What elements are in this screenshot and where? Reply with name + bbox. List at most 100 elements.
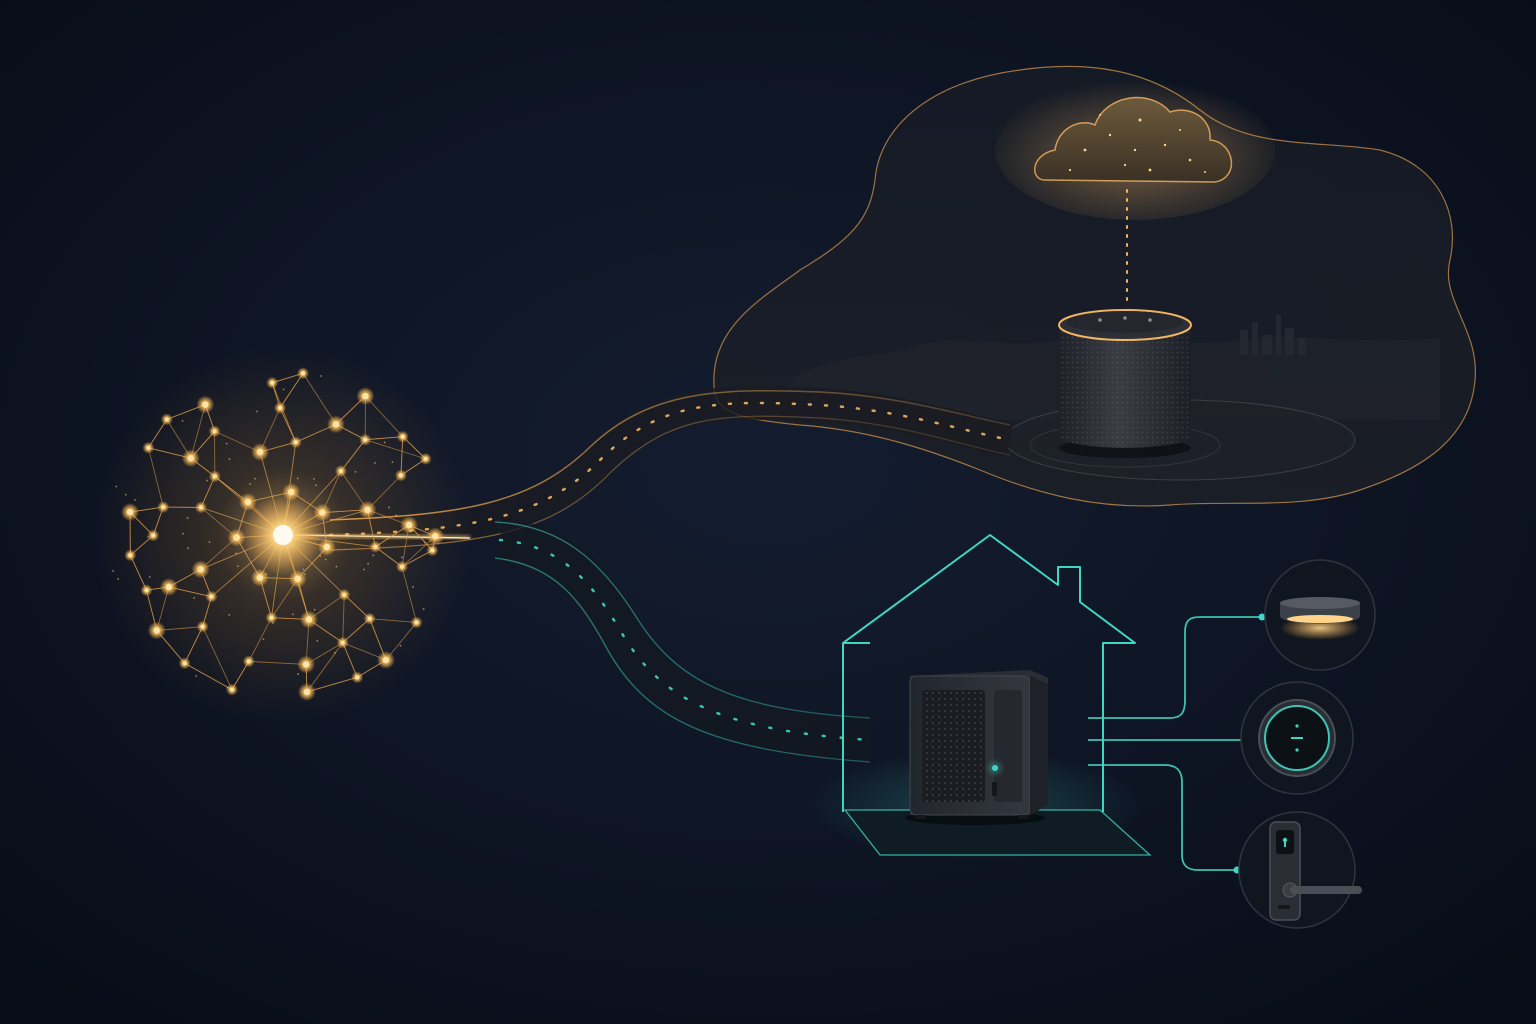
network-node [302, 661, 310, 668]
sparkle [208, 541, 211, 543]
sparkle [297, 673, 299, 675]
sparkle [324, 558, 327, 561]
sparkle [254, 477, 257, 480]
sparkle [228, 614, 231, 616]
sparkle [335, 565, 338, 568]
network-node [165, 583, 173, 591]
network-node [197, 566, 204, 573]
network-node [187, 454, 195, 462]
local-route [494, 518, 872, 763]
network-edge [184, 626, 204, 664]
network-node [256, 448, 264, 456]
network-node [200, 624, 205, 629]
sparkle [195, 675, 198, 677]
server-box-icon [905, 670, 1048, 825]
network-node [151, 533, 156, 538]
sparkle [117, 578, 120, 580]
sparkle [388, 506, 390, 509]
sparkle [354, 470, 357, 473]
cloud-icon [1034, 96, 1232, 183]
sparkle [395, 514, 398, 517]
network-node [400, 434, 405, 439]
sparkle [334, 651, 336, 654]
network-edge [302, 373, 337, 425]
network-sphere-icon [93, 345, 473, 725]
device-wires [1088, 616, 1262, 871]
network-edge [342, 642, 358, 678]
network-node [270, 380, 275, 385]
network-edge [365, 395, 404, 438]
sparkle [313, 477, 315, 480]
sparkle [147, 536, 150, 538]
network-node [144, 588, 149, 593]
sparkle [262, 638, 265, 641]
sparkle [282, 388, 285, 391]
city-skyline [1240, 315, 1306, 355]
sparkle [422, 608, 425, 610]
network-node [182, 661, 187, 666]
sparkle [249, 482, 251, 485]
network-node [294, 575, 301, 583]
network-node [373, 544, 378, 549]
network-edge [129, 555, 147, 591]
network-node [342, 592, 347, 597]
sparkle [372, 554, 375, 557]
sparkle [226, 686, 229, 689]
sparkle [383, 441, 386, 444]
sparkle [148, 576, 151, 578]
network-node [146, 445, 151, 450]
network-node [212, 474, 217, 479]
network-edge [342, 618, 370, 644]
network-edge [342, 594, 345, 643]
sparkle [256, 410, 258, 413]
network-node [209, 594, 214, 599]
network-node [288, 488, 295, 496]
network-node [305, 616, 313, 623]
sparkle [315, 484, 317, 487]
network-edge [184, 662, 233, 690]
sparkle [237, 565, 239, 568]
sparkle [296, 477, 299, 480]
sparkle [115, 485, 118, 488]
sparkle [235, 535, 237, 538]
network-edge [202, 626, 233, 690]
ceiling-light-icon [1264, 559, 1376, 671]
network-node [233, 534, 240, 541]
cloud-zone [713, 65, 1476, 507]
sparkle [423, 541, 426, 544]
network-edge [400, 436, 404, 476]
wire-to-light [1088, 616, 1262, 719]
network-node [398, 473, 403, 478]
network-node [198, 505, 203, 510]
sparkle [225, 442, 228, 445]
sparkle [181, 419, 184, 422]
network-node [128, 553, 133, 558]
network-edge [279, 373, 304, 409]
network-node [229, 687, 234, 692]
sparkle [112, 569, 114, 572]
sparkle [373, 462, 376, 464]
sparkle [206, 479, 209, 482]
network-node [161, 505, 166, 510]
network-node [278, 405, 283, 410]
network-node [303, 688, 311, 696]
network-node [126, 508, 134, 516]
sparkle [401, 556, 403, 559]
network-node [362, 392, 369, 400]
sparkle [367, 562, 370, 565]
smart-speaker-icon [1058, 309, 1192, 458]
network-node [202, 401, 209, 408]
thermostat-icon [1240, 681, 1354, 795]
network-node [269, 615, 274, 620]
sparkle [291, 613, 294, 616]
network-edge [248, 617, 272, 662]
sparkle [182, 532, 184, 535]
network-edge [365, 439, 426, 460]
sparkle [412, 586, 414, 588]
sparkle [197, 567, 200, 570]
network-edge [401, 566, 417, 623]
network-node [367, 616, 372, 621]
sparkle [186, 517, 189, 519]
sparkle [187, 547, 189, 550]
